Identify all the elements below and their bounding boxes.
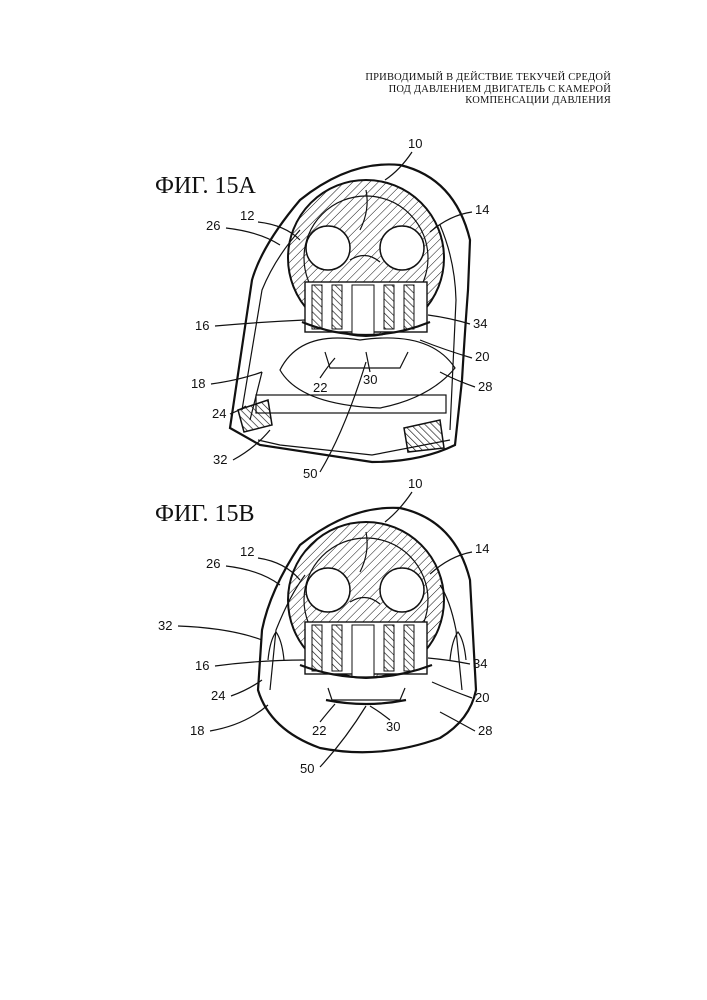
valve-assembly: [302, 282, 430, 335]
label-26: 26: [206, 556, 220, 571]
figure-title: ФИГ. 15А: [155, 173, 256, 199]
seal-right: [404, 420, 444, 452]
label-14: 14: [475, 202, 489, 217]
label-24: 24: [211, 688, 225, 703]
label-20: 20: [475, 690, 489, 705]
label-30: 30: [386, 719, 400, 734]
label-16: 16: [195, 658, 209, 673]
figure-title: ФИГ. 15В: [155, 501, 254, 527]
label-10: 10: [408, 136, 422, 151]
label-50: 50: [303, 466, 317, 481]
label-34: 34: [473, 316, 487, 331]
label-10: 10: [408, 476, 422, 491]
label-50: 50: [300, 761, 314, 776]
label-18: 18: [190, 723, 204, 738]
valve-assembly: [300, 622, 432, 678]
label-28: 28: [478, 723, 492, 738]
label-32: 32: [213, 452, 227, 467]
label-16: 16: [195, 318, 209, 333]
label-24: 24: [212, 406, 226, 421]
figure-15a: ФИГ. 15А: [155, 136, 492, 481]
label-20: 20: [475, 349, 489, 364]
label-30: 30: [363, 372, 377, 387]
label-34: 34: [473, 656, 487, 671]
label-28: 28: [478, 379, 492, 394]
figure-15b: ФИГ. 15В: [155, 476, 492, 776]
label-22: 22: [313, 380, 327, 395]
dome-membrane: [326, 688, 406, 704]
label-12: 12: [240, 208, 254, 223]
label-12: 12: [240, 544, 254, 559]
label-32: 32: [158, 618, 172, 633]
label-14: 14: [475, 541, 489, 556]
label-22: 22: [312, 723, 326, 738]
label-26: 26: [206, 218, 220, 233]
label-18: 18: [191, 376, 205, 391]
dome-membrane: [250, 338, 455, 420]
